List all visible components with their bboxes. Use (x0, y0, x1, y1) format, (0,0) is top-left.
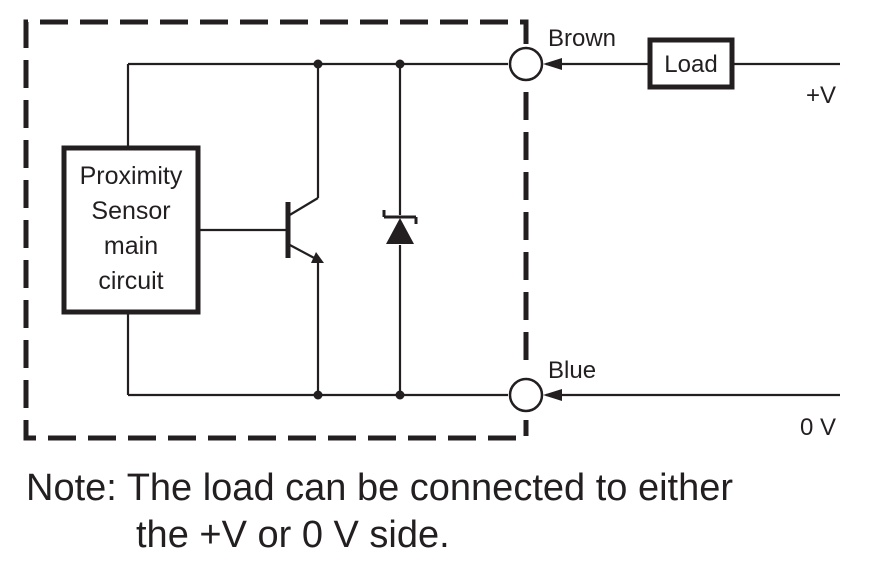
npn-transistor-icon (285, 197, 324, 263)
external-wiring (543, 58, 840, 401)
sensor-main-circuit-box: Proximity Sensor main circuit (61, 145, 201, 315)
sensor-box-line-4: circuit (98, 267, 163, 295)
load-box: Load (647, 37, 735, 90)
terminal-blue (508, 377, 544, 413)
junction-dot (395, 390, 405, 400)
junction-dot (313, 390, 323, 400)
internal-wiring (126, 62, 508, 397)
supply-zero-label: 0 V (800, 414, 836, 441)
junction-dot (395, 59, 405, 69)
arrow-head-icon (543, 58, 562, 70)
supply-positive-label: +V (806, 82, 836, 109)
arrow-head-icon (543, 389, 562, 401)
sensor-enclosure (23, 19, 529, 441)
note-line-1: Note: The load can be connected to eithe… (26, 467, 733, 509)
junction-dot (313, 59, 323, 69)
load-label: Load (664, 51, 717, 78)
terminal-blue-label: Blue (548, 357, 596, 384)
zener-diode-icon (382, 210, 418, 244)
terminal-brown (508, 46, 544, 82)
terminal-brown-label: Brown (548, 25, 616, 52)
junction-dots (313, 59, 405, 400)
sensor-box-line-1: Proximity (80, 162, 183, 190)
sensor-box-line-2: Sensor (91, 197, 170, 225)
note-line-2: the +V or 0 V side. (136, 514, 450, 556)
sensor-box-line-3: main (104, 232, 158, 260)
